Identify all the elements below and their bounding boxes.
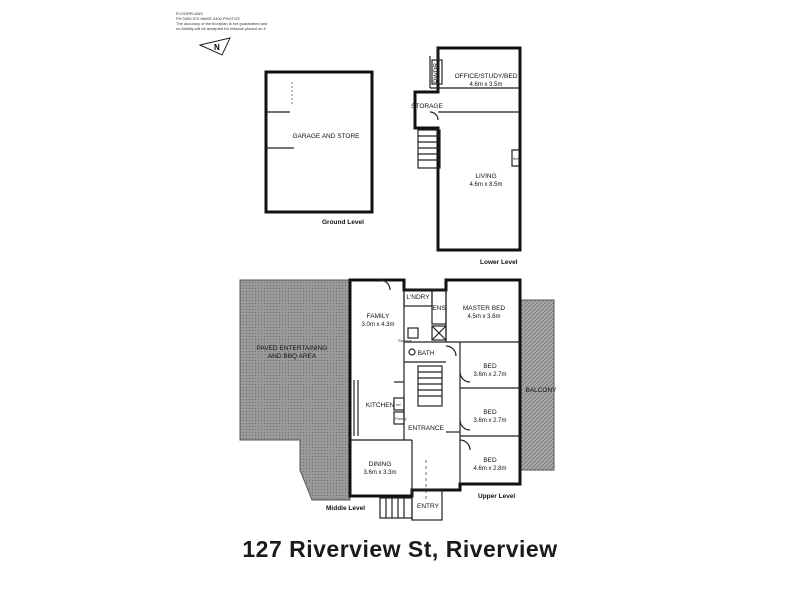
- disclaimer-line-1: FLOORPLANS: [176, 11, 203, 16]
- storage-small-label: Storage: [398, 338, 413, 343]
- paved-area: [239, 279, 351, 501]
- office-dims: 4.6m x 3.5m: [469, 82, 502, 88]
- dining-dims: 3.6m x 3.3m: [363, 470, 396, 476]
- middle-stairs: [417, 365, 443, 407]
- master-bed-label: MASTER BED: [463, 305, 506, 312]
- family-dims: 3.0m x 4.3m: [361, 322, 394, 328]
- ens-label: ENS: [432, 305, 446, 312]
- disclaimer: FLOORPLANS PH 0400 570 MAKE 0400 PHOTOS …: [176, 11, 267, 31]
- pwdr-label: PWDR: [433, 63, 440, 83]
- bed-3-dims: 3.6m x 2.7m: [473, 418, 506, 424]
- garage-label: GARAGE AND STORE: [292, 133, 360, 140]
- disclaimer-line-4: no liability will be accepted for relian…: [176, 26, 266, 31]
- fireplace-label: fire: [513, 156, 519, 161]
- laundry-label: L'NDRY: [406, 294, 430, 301]
- middle-upper-level-plan: PAVED ENTERTAINING AND BBQ AREA BALCONY …: [239, 278, 557, 521]
- office-label: OFFICE/STUDY/BED: [455, 73, 518, 80]
- living-label: LIVING: [475, 173, 496, 180]
- kitchen-label: KITCHEN: [366, 402, 395, 409]
- bed-4-dims: 4.6m x 2.8m: [473, 466, 506, 472]
- bed-3-label: BED: [483, 409, 497, 416]
- disclaimer-line-2: PH 0400 570 MAKE 0400 PHOTOS: [176, 16, 240, 21]
- middle-level-label: Middle Level: [326, 505, 365, 512]
- master-bed-dims: 4.5m x 3.6m: [467, 314, 500, 320]
- entrance-label: ENTRANCE: [408, 425, 444, 432]
- lower-level-label: Lower Level: [480, 259, 518, 266]
- storage-label: STORAGE: [411, 103, 443, 110]
- balcony-label: BALCONY: [525, 387, 557, 394]
- pantry-label: Pantry: [395, 416, 407, 421]
- entry-label: ENTRY: [417, 503, 440, 510]
- lower-level-plan: PWDR OFFICE/STUDY/BED 4.6m x 3.5m STORAG…: [411, 46, 522, 266]
- ref-label: ref: [396, 402, 402, 407]
- ground-level-plan: GARAGE AND STORE Ground Level: [264, 70, 374, 226]
- bed-4-label: BED: [483, 457, 497, 464]
- property-address: 127 Riverview St, Riverview: [242, 536, 558, 562]
- bed-2-dims: 3.6m x 2.7m: [473, 372, 506, 378]
- ground-level-label: Ground Level: [322, 219, 364, 226]
- living-dims: 4.6m x 8.5m: [469, 182, 502, 188]
- upper-level-label: Upper Level: [478, 493, 515, 500]
- lower-stairs: [417, 129, 441, 169]
- bath-label: BATH: [418, 350, 435, 357]
- north-arrow-icon: N: [198, 37, 231, 56]
- balcony-area: [519, 299, 555, 471]
- paved-label-1: PAVED ENTERTAINING: [257, 345, 328, 352]
- compass-label: N: [214, 43, 220, 52]
- paved-label-2: AND BBQ AREA: [268, 353, 317, 360]
- dining-label: DINING: [369, 461, 392, 468]
- family-label: FAMILY: [367, 313, 390, 320]
- disclaimer-line-3: The accuracy of the floorplan is not gua…: [176, 21, 267, 26]
- bed-2-label: BED: [483, 363, 497, 370]
- entry-stairs: [379, 497, 413, 519]
